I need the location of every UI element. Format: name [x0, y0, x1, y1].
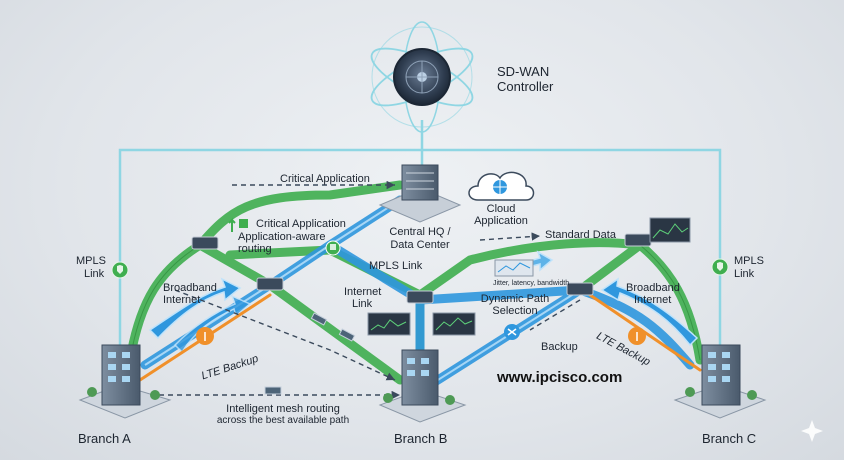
critical-left-label-3: routing: [238, 243, 272, 255]
broadband-left-label-1: Broadband: [163, 282, 217, 294]
mpls-center-label: MPLS Link: [369, 260, 423, 272]
hq-label-1: Central HQ /: [389, 226, 451, 238]
packet-icon: [338, 328, 356, 342]
router-icon: [406, 290, 434, 304]
critical-left-label-1: Critical Application: [256, 218, 346, 230]
dynamic-path-label-1: Dynamic Path: [480, 293, 550, 305]
packet-icon: [264, 386, 282, 395]
critical-top-label: Critical Application: [280, 173, 370, 185]
monitors: [367, 217, 691, 336]
controller-label-1: SD-WAN: [497, 64, 550, 79]
router-icon: [566, 282, 594, 296]
router-nodes: [191, 233, 652, 304]
broadband-right-label-2: Internet: [634, 294, 672, 306]
hq-label-2: Data Center: [390, 239, 450, 251]
cloud-label-1: Cloud: [486, 203, 516, 215]
watermark-text: www.ipcisco.com: [497, 369, 623, 386]
mpls-left-label-2: Link: [84, 268, 105, 280]
cloud-label-2: Application: [474, 215, 528, 227]
router-icon: [624, 233, 652, 247]
standard-data-label: Standard Data: [545, 229, 616, 241]
mpls-left-label-1: MPLS: [76, 255, 106, 267]
mpls-right-label-2: Link: [734, 268, 755, 280]
router-icon: [191, 236, 219, 250]
dynamic-path-label-2: Selection: [492, 305, 538, 317]
branch-a-label: Branch A: [78, 431, 131, 446]
dashed-flows: [150, 180, 581, 400]
broadband-right-label-1: Broadband: [626, 282, 680, 294]
mesh-routing-label-1: Intelligent mesh routing: [226, 403, 340, 415]
branch-c-building: [673, 344, 767, 419]
sparkle-icon: [801, 420, 823, 442]
branch-a-building: [78, 344, 172, 419]
controller-orb: [370, 21, 474, 133]
lte-icons: [196, 327, 646, 345]
packet-icon: [310, 312, 328, 326]
mpls-shields: [111, 258, 729, 279]
branch-b-building: [378, 349, 467, 423]
critical-left-label-2: Application-aware: [238, 231, 326, 243]
internet-label-1: Internet: [344, 286, 382, 298]
router-icon: [256, 277, 284, 291]
controller-label-2: Controller: [497, 79, 554, 94]
app-icon: [239, 219, 248, 228]
backup-label: Backup: [541, 341, 578, 353]
broadband-left-label-2: Internet: [163, 294, 201, 306]
branch-b-label: Branch B: [394, 431, 448, 446]
metrics-label: Jitter, latency, bandwidth: [493, 280, 570, 287]
cloud-icon: [468, 171, 535, 201]
mesh-routing-label-2: across the best available path: [216, 415, 350, 426]
hq-server: [378, 164, 462, 223]
internet-label-2: Link: [352, 298, 373, 310]
mpls-right-label-1: MPLS: [734, 255, 764, 267]
branch-c-label: Branch C: [702, 431, 757, 446]
